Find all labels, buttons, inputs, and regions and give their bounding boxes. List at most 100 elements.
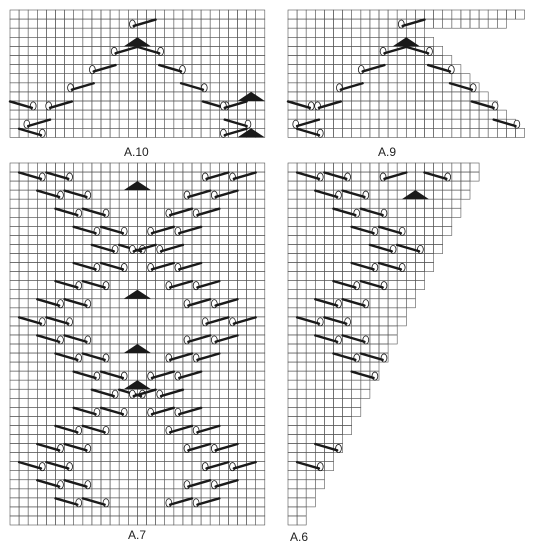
grid-cell: [109, 325, 120, 336]
grid-cell: [333, 9, 343, 20]
grid-cell: [378, 271, 389, 281]
grid-cell: [191, 18, 202, 29]
grid-cell: [118, 361, 129, 372]
grid-cell: [137, 82, 147, 93]
grid-cell: [209, 379, 220, 390]
grid-cell: [200, 64, 211, 74]
grid-cell: [219, 289, 229, 300]
grid-cell: [173, 189, 184, 200]
grid-cell: [191, 253, 202, 263]
cable-symbol: [174, 406, 203, 417]
grid-cell: [182, 271, 193, 281]
cable-symbol: [17, 127, 46, 138]
grid-cell: [405, 180, 416, 191]
grid-cell: [255, 452, 266, 462]
grid-cell: [219, 488, 229, 499]
grid-cell: [9, 198, 20, 209]
grid-cell: [18, 109, 29, 120]
grid-cell: [73, 198, 84, 209]
grid-cell: [378, 298, 389, 309]
grid-cell: [55, 73, 65, 84]
grid-cell: [424, 226, 434, 236]
grid-cell: [36, 73, 47, 84]
cable-symbol: [426, 63, 455, 75]
grid-cell: [91, 443, 102, 453]
grid-cell: [73, 470, 84, 481]
grid-cell: [118, 198, 129, 209]
grid-cell: [173, 397, 184, 408]
grid-cell: [82, 109, 93, 120]
grid-cell: [128, 298, 138, 309]
grid-cell: [324, 253, 334, 263]
cable-symbol: [36, 442, 64, 453]
grid-cell: [164, 100, 175, 111]
grid-cell: [18, 497, 29, 508]
grid-cell: [182, 162, 193, 173]
cable-symbol: [379, 171, 408, 182]
grid-cell: [27, 443, 38, 453]
grid-cell: [387, 82, 398, 93]
grid-cell: [27, 262, 38, 272]
grid-cell: [9, 36, 20, 47]
grid-cell: [478, 9, 489, 20]
grid-cell: [18, 452, 29, 462]
grid-cell: [173, 289, 184, 300]
grid-cell: [324, 55, 334, 65]
grid-cell: [396, 128, 407, 138]
grid-cell: [118, 64, 129, 74]
grid-cell: [73, 397, 84, 408]
grid-cell: [73, 128, 84, 138]
grid-cell: [109, 9, 120, 20]
grid-cell: [27, 180, 38, 191]
cable-symbol: [81, 279, 110, 291]
grid-cell: [360, 244, 371, 254]
cable-symbol: [377, 261, 406, 272]
grid-cell: [460, 91, 471, 102]
grid-cell: [287, 46, 298, 56]
grid-cell: [255, 18, 266, 29]
grid-cell: [128, 416, 138, 426]
grid-cell: [27, 388, 38, 399]
grid-cell: [237, 18, 247, 29]
grid-cell: [9, 46, 20, 56]
grid-cell: [55, 343, 65, 354]
grid-cell: [164, 180, 175, 191]
grid-cell: [351, 289, 362, 300]
grid-cell: [173, 36, 184, 47]
cable-symbol: [210, 189, 239, 200]
grid-cell: [333, 416, 343, 426]
grid-cell: [182, 27, 193, 38]
grid-cell: [324, 244, 334, 254]
grid-cell: [424, 55, 434, 65]
grid-cell: [155, 36, 166, 47]
grid-cell: [405, 162, 416, 173]
triangle-marker: [123, 37, 152, 47]
grid-cell: [237, 198, 247, 209]
cable-bar: [178, 225, 203, 235]
grid-cell: [191, 452, 202, 462]
grid-cell: [118, 397, 129, 408]
cable-bar: [178, 370, 203, 380]
grid-cell: [396, 198, 407, 209]
cable-bar: [72, 370, 97, 380]
grid-cell: [314, 397, 325, 408]
grid-cell: [91, 217, 102, 227]
cable-symbol: [210, 298, 239, 309]
grid-cell: [342, 407, 353, 417]
grid-cell: [182, 128, 193, 138]
grid-cell: [219, 280, 229, 290]
grid-cell: [209, 180, 220, 191]
grid-cell: [333, 434, 343, 444]
grid-cell: [91, 27, 102, 38]
grid-cell: [314, 27, 325, 38]
grid-cell: [9, 506, 20, 517]
grid-cell: [246, 262, 257, 272]
grid-cell: [342, 73, 353, 84]
grid-cell: [128, 91, 138, 102]
grid-cell: [109, 334, 120, 345]
grid-cell: [405, 298, 416, 309]
cable-bar: [232, 460, 257, 470]
grid-cell: [228, 162, 238, 173]
grid-cell: [378, 343, 389, 354]
grid-cell: [137, 217, 147, 227]
